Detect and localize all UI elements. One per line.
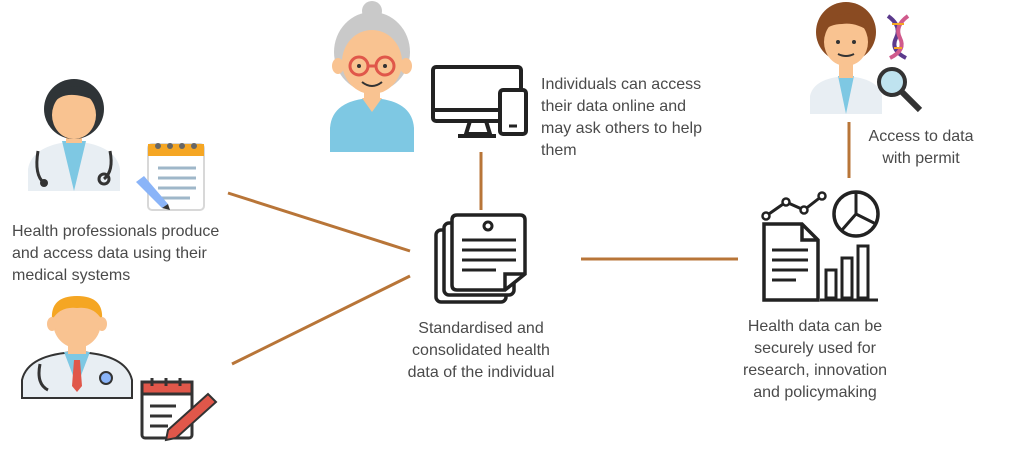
document-stack-icon (434, 213, 527, 304)
professionals-label: Health professionals produce and access … (12, 223, 220, 284)
individual-label: Individuals can access their data online… (541, 76, 702, 159)
calendar-pen-icon (140, 378, 218, 442)
connector-professionals-bottom (231, 274, 411, 366)
connector-professionals-top (227, 191, 411, 253)
male-doctor-icon (21, 296, 133, 399)
monitor-phone-icon (431, 65, 528, 138)
elderly-woman-icon (330, 1, 414, 152)
analytics-report-icon (761, 190, 880, 302)
center-label: Standardised and consolidated health dat… (407, 320, 555, 381)
researcher-label: Access to data with permit (868, 128, 974, 167)
research-label: Health data can be securely used for res… (742, 318, 888, 401)
female-doctor-icon (28, 79, 120, 191)
notepad-pencil-icon (136, 143, 205, 211)
scientist-dna-icon (810, 2, 923, 114)
